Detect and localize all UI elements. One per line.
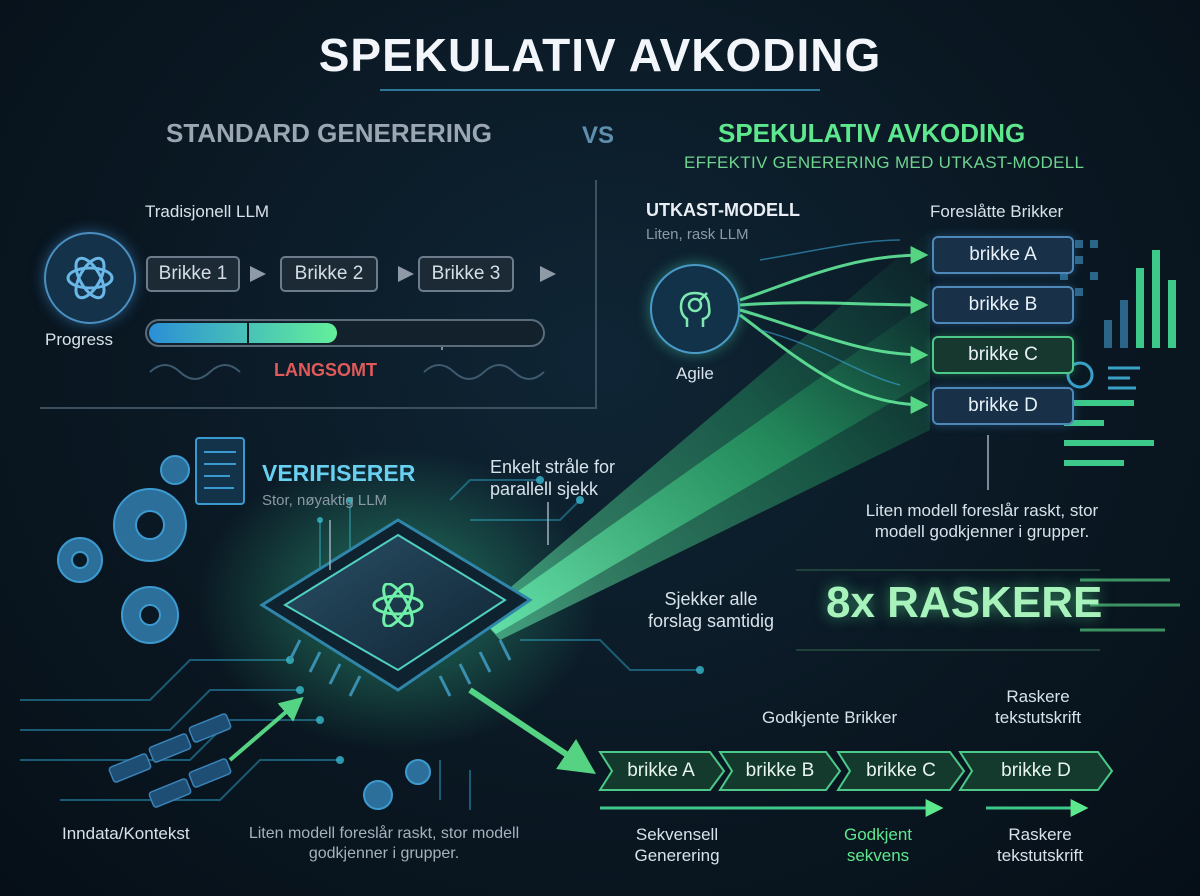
proposed-token-b: brikke B [932, 286, 1074, 324]
verifier-subtitle: Stor, nøyaktig LLM [262, 492, 388, 509]
caption-approved: Godkjent sekvens [843, 825, 913, 865]
page-title: SPEKULATIV AVKODING [318, 29, 882, 81]
approved-token-b: brikke B [745, 760, 815, 781]
beam-label: Enkelt stråle for parallell sjekk [490, 457, 616, 499]
standard-token-2: Brikke 2 [280, 256, 378, 292]
draft-model-subtitle: Liten, rask LLM [646, 226, 749, 243]
head-brain-icon [650, 264, 740, 354]
verifier-title: VERIFISERER [262, 460, 416, 486]
speculative-heading: SPEKULATIV AVKODING [718, 118, 1026, 148]
proposed-token-d: brikke D [932, 387, 1074, 425]
openai-logo-icon [44, 232, 136, 324]
check-label: Sjekker alle forslag samtidig [647, 589, 775, 631]
approved-tokens-label: Godkjente Brikker [762, 708, 898, 727]
verifier-bottom-note: Liten modell foreslår raskt, stor modell… [248, 825, 520, 862]
proposed-token-a: brikke A [932, 236, 1074, 274]
proposed-token-c: brikke C [932, 336, 1074, 374]
standard-token-3: Brikke 3 [418, 256, 514, 292]
faster-output-label: Raskere tekstutskrift [995, 687, 1081, 727]
caption-sequential: Sekvensell Generering [634, 825, 720, 865]
progress-label: Progress [45, 330, 114, 349]
agile-label: Agile [676, 364, 714, 383]
approved-token-a: brikke A [627, 760, 695, 781]
chip-icon [259, 518, 533, 697]
standard-token-1: Brikke 1 [146, 256, 240, 292]
speculative-subheading: EFFEKTIV GENERERING MED UTKAST-MODELL [684, 153, 1085, 172]
vs-label: VS [582, 122, 615, 149]
approved-token-c: brikke C [866, 760, 936, 781]
speculative-note: Liten modell foreslår raskt, stor modell… [865, 501, 1099, 541]
input-label: Inndata/Kontekst [62, 824, 190, 843]
speedup-label: 8x RASKERE [826, 578, 1103, 627]
document-icon [195, 437, 245, 505]
caption-faster: Raskere tekstutskrift [997, 825, 1083, 865]
openai-logo-icon [356, 580, 440, 630]
traditional-llm-label: Tradisjonell LLM [145, 202, 270, 221]
proposed-tokens-label: Foreslåtte Brikker [930, 202, 1064, 221]
standard-heading: STANDARD GENERERING [166, 118, 492, 148]
progress-fill [149, 323, 337, 343]
slow-label: LANGSOMT [274, 360, 377, 380]
draft-model-title: UTKAST-MODELL [646, 200, 800, 220]
approved-token-d: brikke D [1001, 760, 1071, 781]
